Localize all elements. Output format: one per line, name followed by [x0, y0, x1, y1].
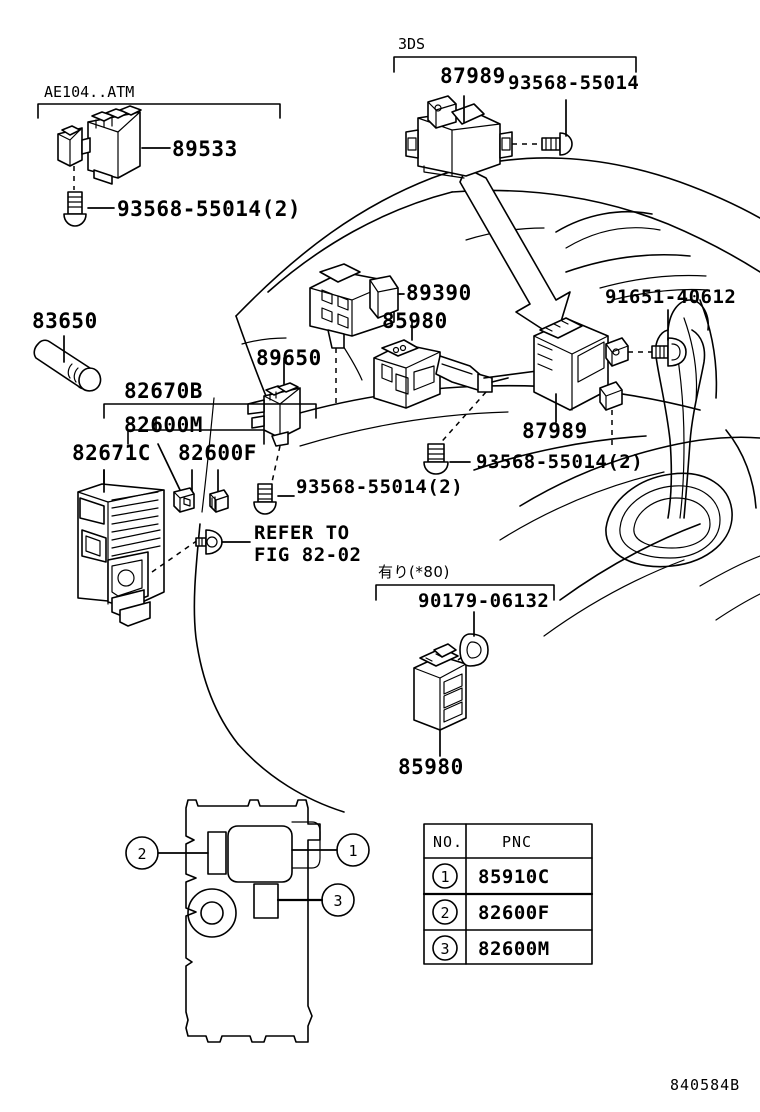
callout-82600f: 82600F [178, 441, 257, 465]
bracket-atm [37, 103, 281, 119]
dashboard-illustration [193, 157, 760, 813]
connector-82600f [209, 489, 229, 513]
callout-90179-06132: 90179-06132 [418, 590, 550, 612]
callout-82670b: 82670B [124, 379, 203, 403]
table-header-no: NO. [433, 833, 464, 851]
bracket-82670b [103, 403, 317, 419]
washer-90179-06132 [459, 611, 489, 667]
table-row-no-1: 1 [440, 868, 450, 886]
part-87989-bottom [533, 317, 629, 450]
table-row-pnc-1: 85910C [478, 866, 550, 888]
diagram-id: 840584B [670, 1076, 741, 1094]
callout-93568-55014-b: 93568-55014 [508, 72, 640, 94]
callout-93568-55014-c: 93568-55014(2) [476, 451, 644, 473]
callout-89650: 89650 [256, 346, 322, 370]
panel-callout-1: 1 [348, 842, 358, 860]
callout-82671c: 82671C [72, 441, 151, 465]
part-89390 [309, 263, 405, 404]
callout-87989-top: 87989 [440, 64, 506, 88]
bracket-ari80 [375, 584, 555, 601]
callout-85980-bottom: 85980 [398, 755, 464, 779]
bolt-91651-40612 [628, 309, 687, 367]
part-89650 [247, 357, 301, 483]
refer-note-line1: REFER TO [254, 522, 350, 544]
connector-82600m [173, 487, 195, 513]
part-83650 [33, 335, 102, 392]
callout-83650: 83650 [32, 309, 98, 333]
panel-outline-diagram [125, 799, 370, 1043]
callout-82600m: 82600M [124, 413, 203, 437]
table-row-pnc-3: 82600M [478, 938, 550, 960]
screw-93568-d [253, 483, 295, 515]
screw-93568-a [63, 166, 115, 227]
part-85980-bottom [413, 643, 475, 757]
screw-93568-b [512, 99, 573, 156]
refer-note-line2: FIG 82-02 [254, 544, 362, 566]
table-row-no-3: 3 [440, 940, 450, 958]
panel-callout-2: 2 [137, 845, 147, 863]
callout-89533: 89533 [172, 137, 238, 161]
table-header-pnc: PNC [502, 833, 533, 851]
callout-93568-55014-a: 93568-55014(2) [117, 197, 302, 221]
part-87989-top [405, 95, 513, 179]
part-82671c [77, 469, 199, 627]
part-89533 [57, 105, 171, 185]
callout-89390: 89390 [406, 281, 472, 305]
callout-87989-bottom: 87989 [522, 419, 588, 443]
bolt-refer-82-02 [195, 529, 251, 555]
bracket-82600m [127, 429, 265, 445]
group-label-ari80: 有り(*80) [378, 563, 450, 581]
callout-93568-55014-d: 93568-55014(2) [296, 476, 464, 498]
bracket-3ds [393, 56, 637, 73]
part-85980-mid [373, 319, 561, 409]
pnc-table [422, 823, 594, 965]
callout-91651-40612: 91651-40612 [605, 286, 737, 308]
table-row-pnc-2: 82600F [478, 902, 550, 924]
table-row-no-2: 2 [440, 904, 450, 922]
group-label-3ds: 3DS [398, 35, 426, 53]
callout-85980-mid: 85980 [382, 309, 448, 333]
group-label-atm: AE104..ATM [44, 83, 135, 101]
screw-93568-c [423, 377, 509, 475]
panel-callout-3: 3 [333, 892, 343, 910]
